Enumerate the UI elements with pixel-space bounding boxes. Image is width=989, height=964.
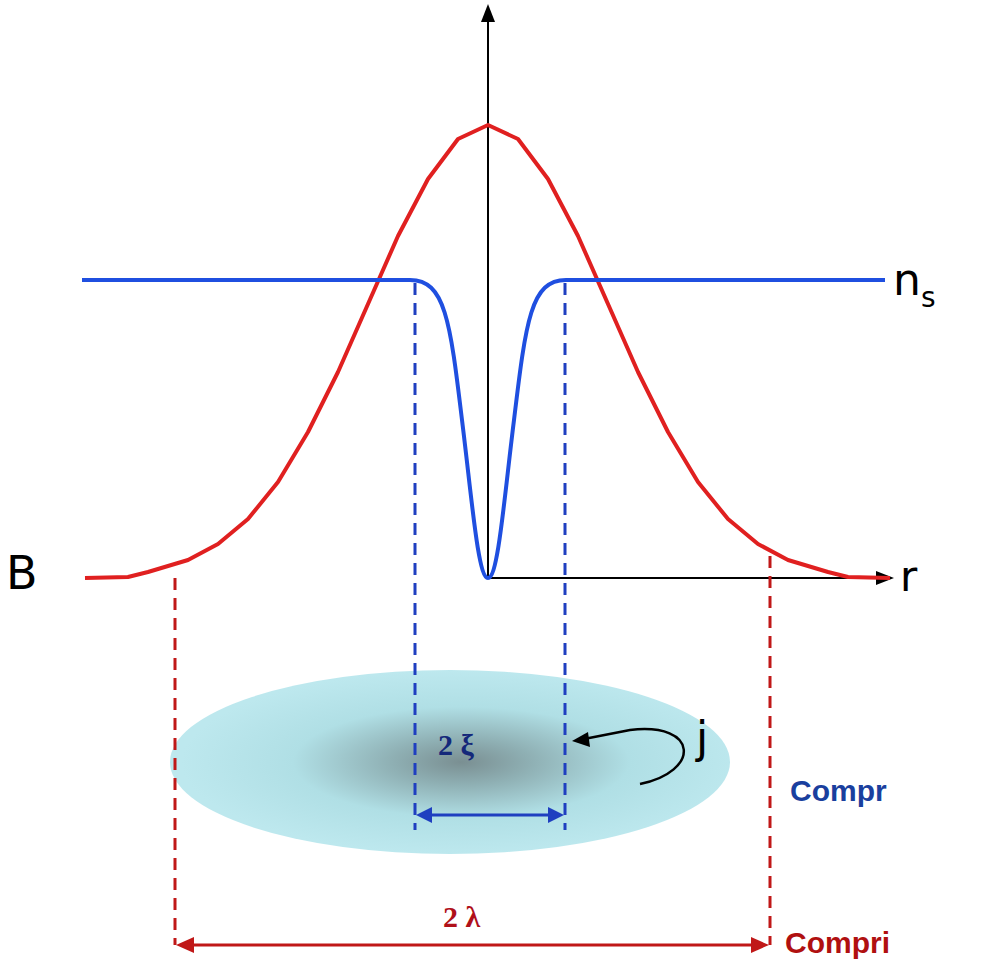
r-axis	[488, 577, 880, 579]
note-text: Compr	[790, 776, 887, 806]
dimension-arrowhead	[548, 807, 564, 823]
dimension-arrowhead	[416, 807, 432, 823]
curve-label: n	[893, 258, 921, 302]
dimension-line	[190, 944, 755, 947]
guide-line	[414, 283, 417, 830]
subscript: s	[921, 284, 936, 312]
current-arrowhead	[572, 732, 590, 747]
dimension-label: 2 ξ	[438, 730, 474, 760]
dimension-line	[428, 814, 552, 817]
dimension-label: 2 λ	[443, 902, 480, 932]
axis-arrowhead	[481, 4, 495, 22]
field-curve	[85, 125, 890, 578]
curve-label: B	[6, 550, 38, 596]
guide-line	[174, 578, 177, 945]
axis-label: r	[900, 556, 917, 598]
vertical-axis	[487, 20, 489, 578]
note-text: Compri	[785, 928, 890, 958]
density-curve	[82, 280, 885, 578]
vortex-disc	[170, 670, 730, 854]
current-label: j	[696, 716, 708, 760]
current-arrow	[584, 729, 684, 784]
guide-line	[564, 283, 567, 830]
guide-line	[769, 556, 772, 945]
dimension-arrowhead	[176, 937, 194, 953]
dimension-arrowhead	[751, 937, 769, 953]
